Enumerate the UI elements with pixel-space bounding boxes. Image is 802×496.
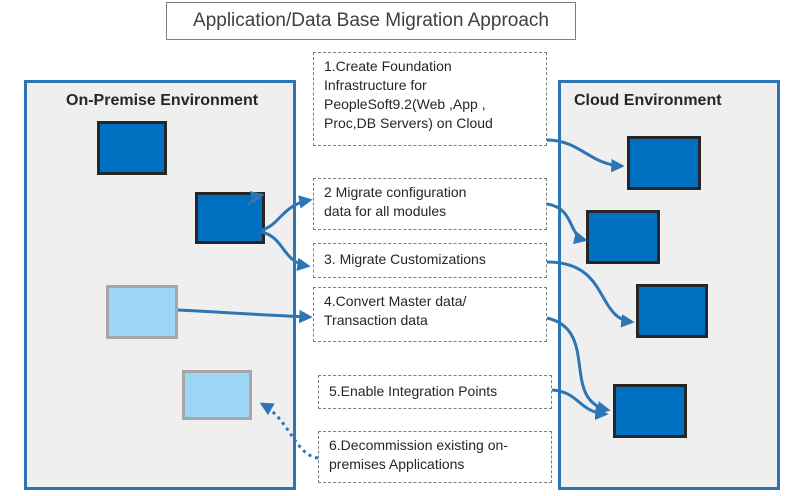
arrow-step2-to-cloud: [546, 202, 588, 245]
arrow-to-step-4: [177, 308, 313, 324]
on-premise-data-box: [106, 285, 178, 339]
arrow-step1-to-cloud: [546, 138, 625, 173]
on-premise-server-1: [97, 121, 167, 175]
step-3-box: 3. Migrate Customizations: [313, 243, 547, 278]
step-4-box: 4.Convert Master data/ Transaction data: [313, 287, 547, 342]
arrow-to-step-3: [261, 230, 311, 272]
cloud-server-4: [613, 384, 687, 438]
step-6-box: 6.Decommission existing on- premises App…: [318, 431, 552, 483]
arrow-step5-to-cloud: [551, 388, 609, 420]
cloud-label: Cloud Environment: [574, 92, 722, 109]
arrow-step4-to-cloud: [546, 316, 611, 415]
arrow-step3-to-cloud: [546, 260, 635, 328]
step-1-box: 1.Create Foundation Infrastructure for P…: [313, 52, 547, 146]
cloud-server-2: [586, 210, 660, 264]
cloud-server-1: [627, 136, 701, 190]
diagram-title: Application/Data Base Migration Approach: [166, 2, 576, 40]
arrow-decommission: [259, 402, 319, 460]
arrow-to-step-2: [261, 195, 313, 232]
arrow-server2-top: [246, 191, 265, 206]
on-premise-application-box: [182, 370, 252, 420]
on-premise-label: On-Premise Environment: [66, 92, 259, 109]
cloud-server-3: [636, 284, 708, 338]
step-2-box: 2 Migrate configuration data for all mod…: [313, 178, 547, 230]
step-5-box: 5.Enable Integration Points: [318, 375, 552, 409]
